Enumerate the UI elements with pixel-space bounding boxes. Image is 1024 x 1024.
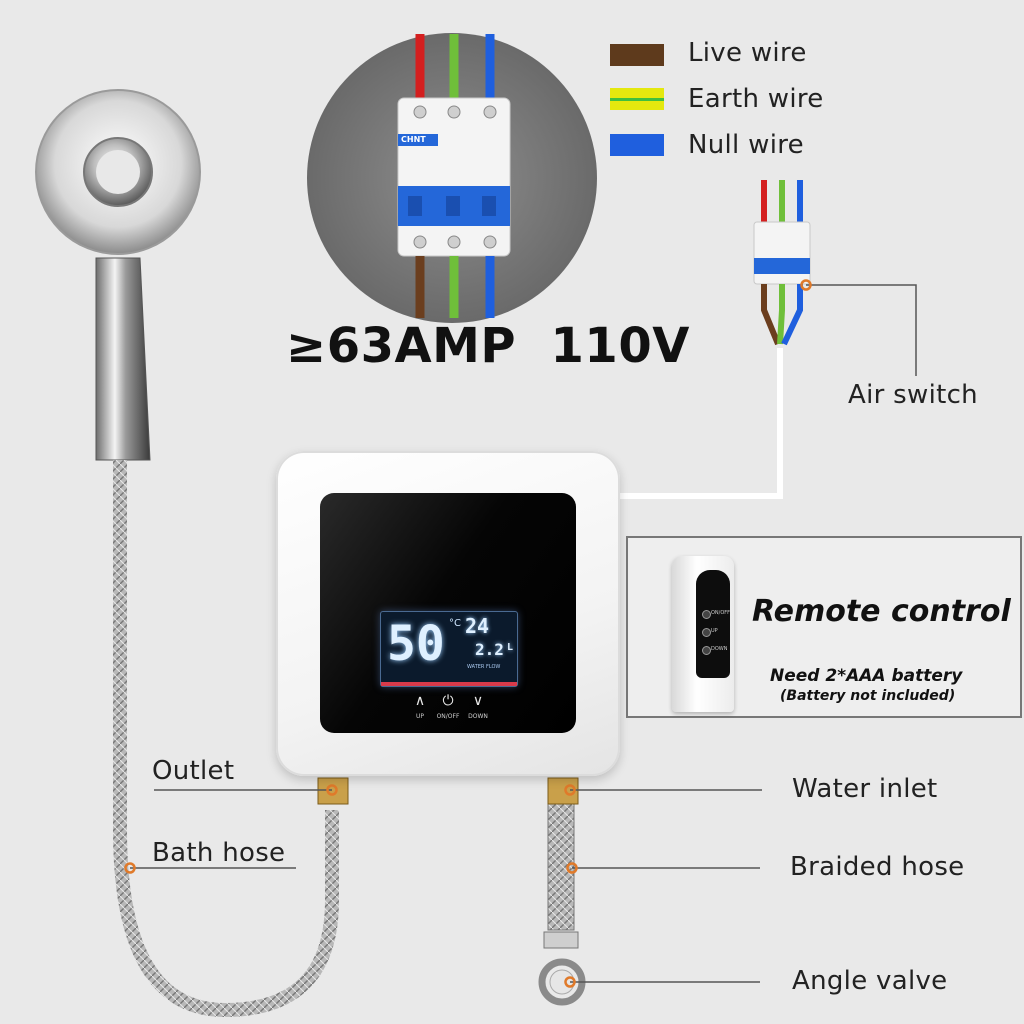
remote-control-box: ON/OFF UP DOWN Remote control Need 2*AAA…	[626, 536, 1022, 718]
remote-title: Remote control	[752, 594, 1011, 629]
flow-unit: L	[507, 642, 514, 653]
inlet-temp-readout: 24	[465, 614, 490, 638]
temperature-unit: °C	[449, 618, 461, 629]
battery-subnote: (Battery not included)	[780, 688, 956, 704]
braided-hose-label: Braided hose	[790, 852, 965, 882]
power-spec: ≥63AMP 110V	[286, 318, 690, 374]
earth-wire-swatch	[610, 88, 664, 110]
callout-dots	[124, 279, 812, 988]
water-inlet-label: Water inlet	[792, 774, 938, 804]
null-wire-swatch	[610, 134, 664, 156]
bath-hose-label: Bath hose	[152, 838, 286, 868]
lcd-accent-bar	[381, 682, 517, 686]
remote-up-label: UP	[711, 628, 718, 634]
shower-head	[35, 89, 201, 461]
bath-hose-illustration	[113, 460, 339, 1018]
null-wire-label: Null wire	[688, 130, 804, 160]
control-panel: 50 °C 24 2.2 L WATER FLOW ∧ UP ⏻ ON/OFF …	[320, 493, 576, 733]
remote-power-label: ON/OFF	[711, 610, 731, 616]
flow-readout: 2.2	[475, 640, 504, 659]
live-wire-swatch	[610, 44, 664, 66]
callout-lines	[130, 284, 917, 983]
outlet-label: Outlet	[152, 756, 235, 786]
temperature-readout: 50	[387, 616, 445, 672]
water-heater-unit: 50 °C 24 2.2 L WATER FLOW ∧ UP ⏻ ON/OFF …	[276, 451, 620, 776]
angle-valve-label: Angle valve	[792, 966, 948, 996]
up-icon[interactable]: ∧	[414, 693, 426, 709]
air-switch-illustration	[618, 180, 811, 499]
remote-up-button[interactable]	[702, 628, 711, 637]
remote-down-button[interactable]	[702, 646, 711, 655]
remote-face: ON/OFF UP DOWN	[696, 570, 730, 678]
lcd-display: 50 °C 24 2.2 L WATER FLOW	[380, 611, 518, 687]
earth-wire-label: Earth wire	[688, 84, 824, 114]
up-button-label: UP	[415, 713, 424, 720]
remote-power-button[interactable]	[702, 610, 711, 619]
down-button-label: DOWN	[468, 713, 488, 720]
braided-hose-illustration	[538, 799, 586, 1006]
remote-down-label: DOWN	[711, 646, 728, 652]
live-wire-label: Live wire	[688, 38, 807, 68]
breaker-closeup	[307, 33, 597, 323]
flow-caption: WATER FLOW	[467, 664, 501, 670]
down-icon[interactable]: ∨	[472, 693, 484, 709]
power-icon[interactable]: ⏻	[442, 693, 454, 709]
air-switch-label: Air switch	[848, 380, 978, 410]
battery-note: Need 2*AAA battery	[770, 666, 963, 686]
breaker-brand: CHNT	[401, 135, 426, 144]
pipe-fittings	[317, 777, 579, 805]
power-button-label: ON/OFF	[436, 713, 460, 720]
remote-control-device: ON/OFF UP DOWN	[672, 556, 734, 712]
